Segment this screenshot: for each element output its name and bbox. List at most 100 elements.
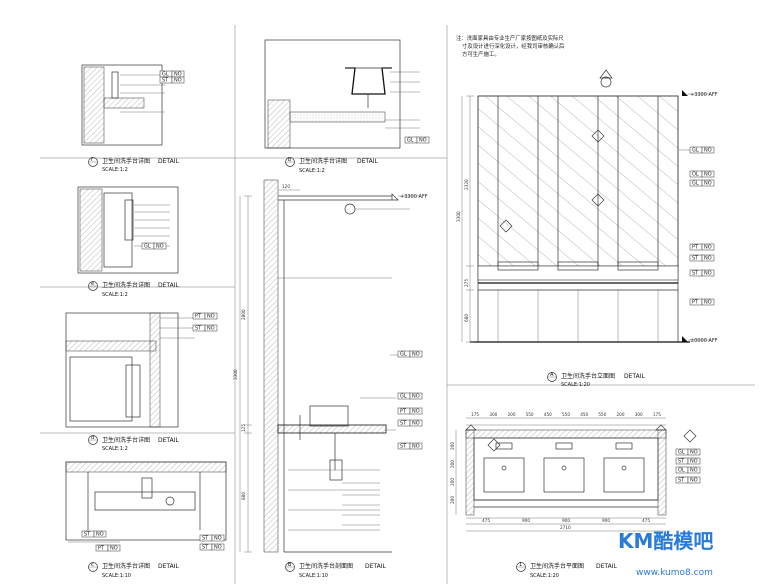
svg-text:NO: NO [214, 545, 222, 551]
svg-text:880: 880 [241, 492, 246, 500]
svg-text:SCALE:1:20: SCALE:1:20 [561, 382, 590, 388]
svg-text:DETAIL: DETAIL [158, 282, 179, 289]
svg-text:e: e [91, 281, 94, 287]
plan-dim-side-2: 200 [450, 478, 455, 486]
plan-dim-top-7: 550 [598, 412, 606, 417]
svg-text:PT: PT [692, 300, 699, 306]
svg-text:DETAIL: DETAIL [596, 563, 617, 570]
svg-text:ST: ST [202, 536, 209, 542]
svg-text:c: c [91, 562, 94, 568]
svg-text:GL: GL [400, 394, 407, 400]
svg-text:ST: ST [678, 478, 685, 484]
svg-text:+3300 AFF: +3300 AFF [400, 194, 428, 200]
detail-d-drawing: PT NO ST NO [65, 312, 218, 428]
svg-text:+3300 AFF: +3300 AFF [690, 92, 718, 98]
plan-dim-top-6: 450 [580, 412, 588, 417]
svg-text:DETAIL: DETAIL [158, 158, 179, 165]
plan-dim-top-3: 550 [526, 412, 534, 417]
svg-text:NO: NO [156, 244, 164, 250]
plan-dim-side-0: 200 [450, 442, 455, 450]
plan-dim-total: 2710 [560, 525, 571, 530]
detail-f-title: f 卫生间洗手台详图 DETAIL SCALE:1:2 [88, 157, 179, 173]
svg-text:b: b [288, 157, 291, 163]
detail-b-title: b 卫生间洗手台详图 DETAIL SCALE:1:2 [285, 157, 378, 174]
plan-dim-top-9: 300 [635, 412, 643, 417]
plan-1-drawing: GL NO ST NO OL NO ST NO [455, 417, 701, 532]
svg-text:±0000 AFF: ±0000 AFF [690, 338, 718, 344]
svg-text:NO: NO [704, 245, 712, 251]
elevation-A-dimensions: 3300 2320 275 680 +3300 AFF ±0000 AFF [456, 92, 718, 344]
svg-text:SCALE:1:2: SCALE:1:2 [102, 167, 128, 173]
svg-text:GL: GL [692, 181, 699, 187]
plan-dim-bottom-3: 900 [602, 518, 610, 523]
detail-e-drawing: GL NO [77, 186, 179, 274]
plan-dim-top-2: 200 [508, 412, 516, 417]
detail-f-drawing: GL NO ST NO [81, 64, 185, 146]
svg-text:125: 125 [241, 424, 246, 432]
detail-f-title-text: 卫生间洗手台详图 [102, 157, 150, 165]
svg-text:NO: NO [690, 450, 698, 456]
svg-text:B: B [288, 562, 292, 568]
general-note: 注：洗面家具由专业生产厂家按图纸及实际尺 寸及设计进行深化设计，经我司审核确认后… [456, 34, 565, 58]
svg-text:DETAIL: DETAIL [158, 437, 179, 444]
svg-text:ST: ST [162, 78, 169, 84]
svg-text:卫生间洗手台详图: 卫生间洗手台详图 [102, 562, 150, 570]
svg-text:d: d [91, 435, 94, 441]
plan-dim-top-8: 200 [617, 412, 625, 417]
detail-c-title: c 卫生间洗手台详图 DETAIL SCALE:1:10 [88, 562, 179, 579]
svg-text:NO: NO [96, 532, 104, 538]
svg-text:2800: 2800 [241, 309, 246, 320]
svg-text:NO: NO [207, 326, 215, 332]
plan-dim-side-3: 200 [450, 496, 455, 504]
svg-text:DETAIL: DETAIL [365, 563, 386, 570]
svg-text:ST: ST [692, 271, 699, 277]
svg-text:NO: NO [174, 72, 182, 78]
svg-text:NO: NO [412, 444, 420, 450]
svg-text:ST: ST [400, 421, 407, 427]
svg-text:ST: ST [84, 532, 91, 538]
svg-text:SCALE:1:10: SCALE:1:10 [299, 573, 328, 579]
svg-text:NO: NO [412, 421, 420, 427]
svg-text:SCALE:1:2: SCALE:1:2 [299, 168, 325, 174]
svg-text:NO: NO [690, 468, 698, 474]
svg-text:NO: NO [704, 148, 712, 154]
svg-text:NO: NO [174, 78, 182, 84]
svg-text:ST: ST [202, 545, 209, 551]
svg-text:注：洗面家具由专业生产厂家按图纸及实际尺: 注：洗面家具由专业生产厂家按图纸及实际尺 [456, 34, 564, 42]
svg-text:ST: ST [400, 444, 407, 450]
watermark-url: www.kumo8.com [636, 568, 713, 578]
svg-text:ST: ST [678, 459, 685, 465]
svg-text:卫生间洗手台详图: 卫生间洗手台详图 [299, 157, 347, 165]
svg-text:PT: PT [400, 409, 407, 415]
sheet-grid-lines [40, 25, 755, 584]
svg-text:ST: ST [692, 256, 699, 262]
plan-dim-top-5: 550 [562, 412, 570, 417]
svg-text:SCALE:1:2: SCALE:1:2 [102, 446, 128, 452]
svg-text:GL: GL [678, 450, 685, 456]
svg-text:PT: PT [195, 314, 202, 320]
plan-dim-top-1: 300 [489, 412, 497, 417]
svg-text:NO: NO [412, 394, 420, 400]
svg-text:PT: PT [692, 245, 699, 251]
svg-text:A: A [550, 372, 554, 378]
svg-text:DETAIL: DETAIL [158, 563, 179, 570]
watermark-brand: KM酷模吧 [618, 529, 713, 553]
svg-text:275: 275 [464, 279, 469, 287]
svg-text:NO: NO [207, 314, 215, 320]
svg-text:2320: 2320 [464, 179, 469, 190]
svg-text:ST: ST [195, 326, 202, 332]
svg-text:GL: GL [144, 244, 151, 250]
svg-text:卫生间洗手台立面图: 卫生间洗手台立面图 [561, 372, 615, 380]
svg-text:寸及设计进行深化设计，经我司审核确认后: 寸及设计进行深化设计，经我司审核确认后 [462, 42, 565, 50]
detail-e-title: e 卫生间洗手台详图 DETAIL SCALE:1:2 [88, 281, 179, 298]
svg-text:NO: NO [412, 409, 420, 415]
svg-text:SCALE:1:20: SCALE:1:20 [530, 573, 559, 579]
svg-text:OL: OL [692, 172, 699, 178]
svg-text:卫生间洗手台详图: 卫生间洗手台详图 [102, 436, 150, 444]
svg-text:GL: GL [692, 148, 699, 154]
svg-text:GL: GL [400, 352, 407, 358]
svg-text:DETAIL: DETAIL [357, 158, 378, 165]
section-B-dimensions: 2800 3300 125 880 120 +3300 AFF [233, 184, 428, 500]
plan-1-title: 1 卫生间洗手台平面图 DETAIL SCALE:1:20 [516, 562, 617, 579]
